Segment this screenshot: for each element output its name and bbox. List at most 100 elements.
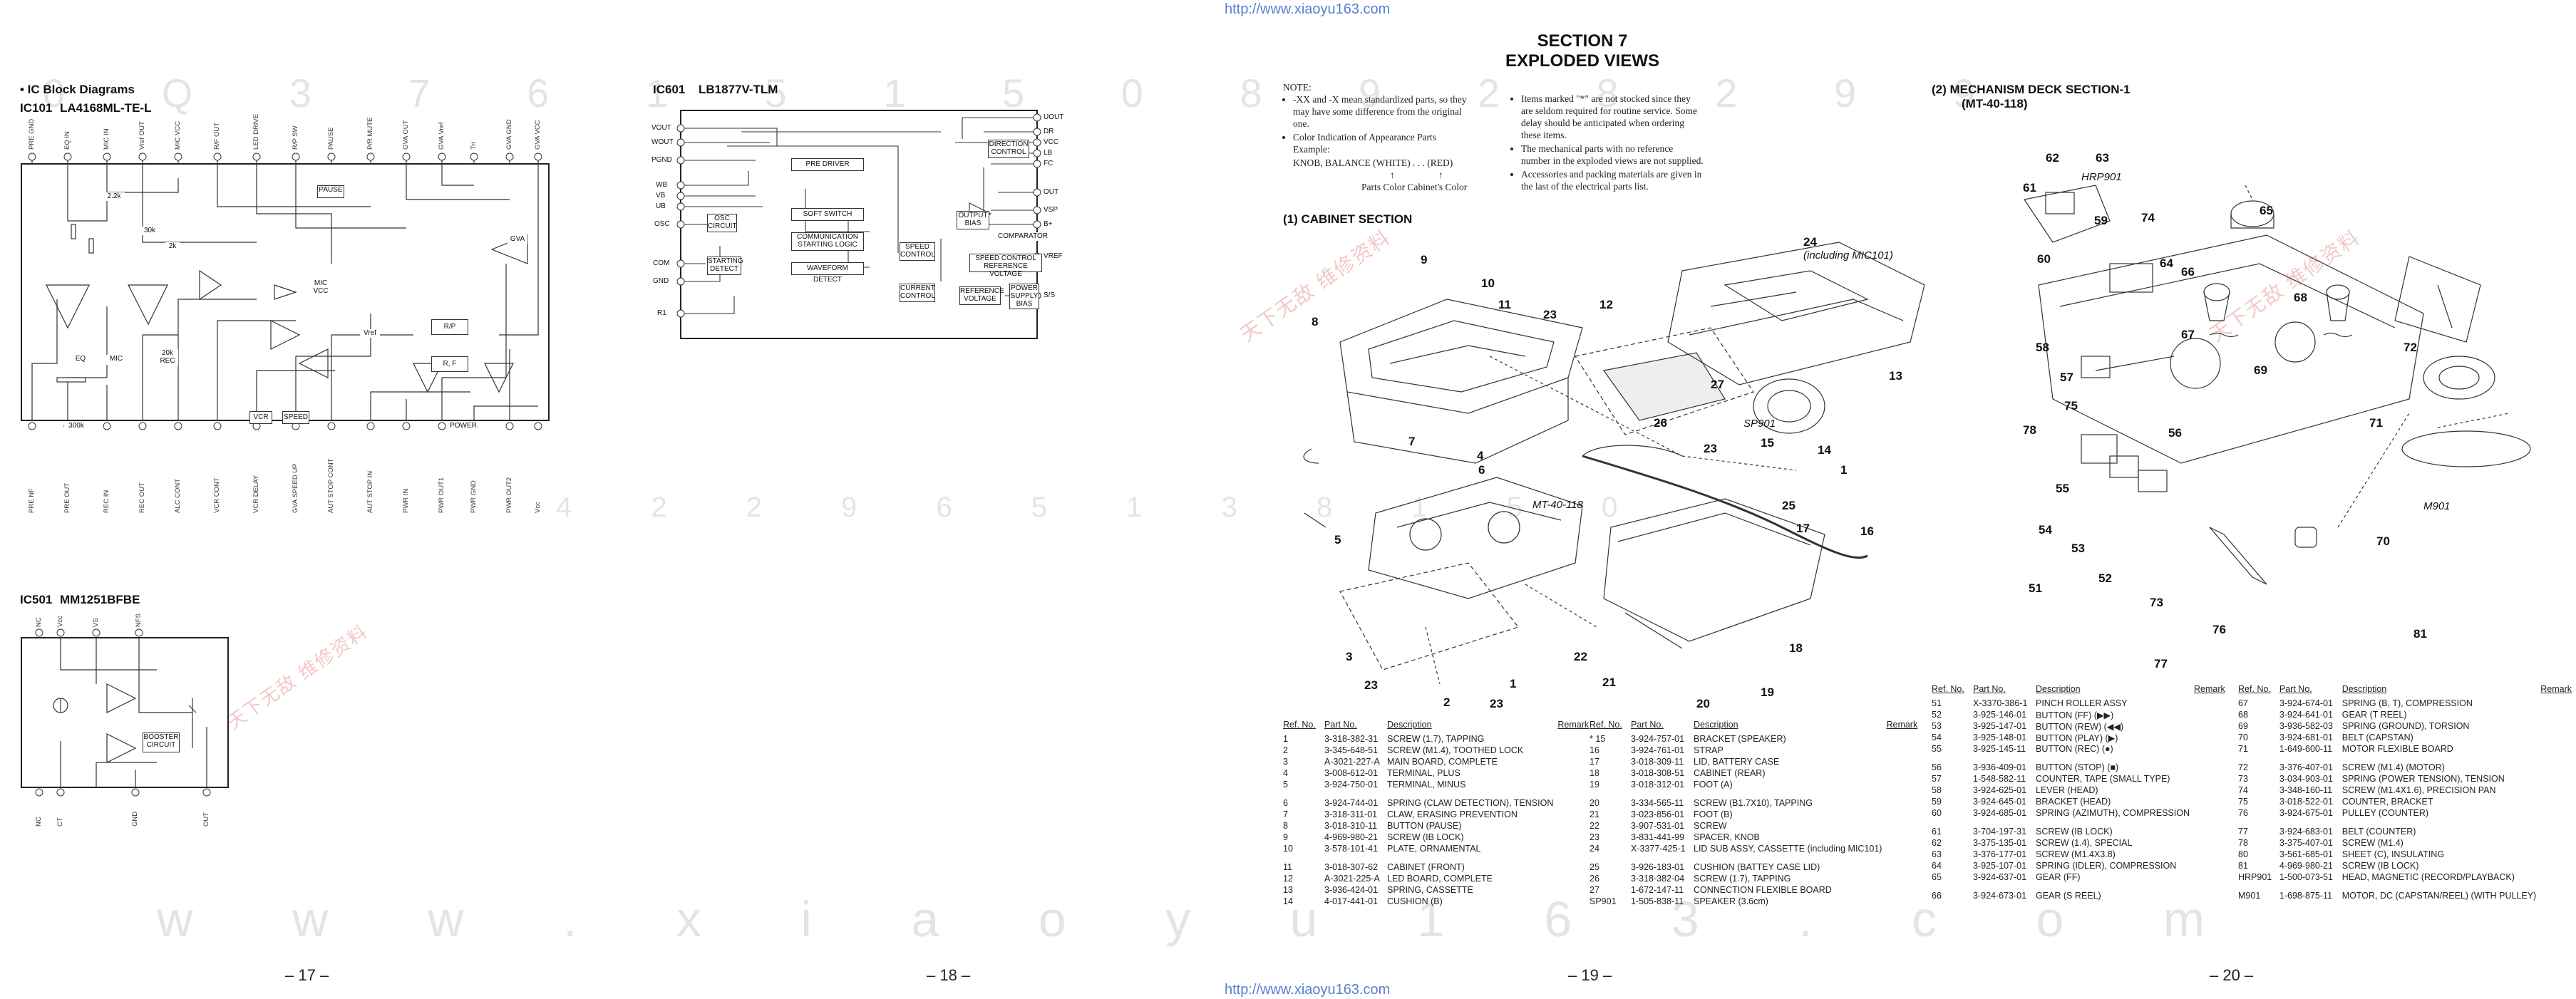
description-cell: CUSHION (BATTEY CASE LID)	[1694, 862, 1820, 872]
ref-no-cell	[2238, 819, 2279, 827]
callout: 24	[1803, 235, 1817, 249]
ref-no-cell: 56	[1932, 762, 1942, 772]
ref-no-cell: 10	[1283, 844, 1293, 854]
part-no-cell: 3-924-757-01	[1631, 734, 1685, 744]
notes-left: NOTE: -XX and -X mean standardized parts…	[1283, 81, 1475, 193]
color-example: KNOB, BALANCE (WHITE) . . . (RED)	[1293, 157, 1453, 168]
header-url[interactable]: http://www.xiaoyu163.com	[1225, 1, 1391, 17]
ref-no-cell: 4	[1283, 768, 1288, 778]
ref-no-cell: 18	[1590, 768, 1599, 778]
callout: 55	[2056, 482, 2069, 495]
ref-no-cell	[2238, 755, 2279, 762]
description-cell: GEAR (T REEL)	[2341, 710, 2407, 720]
ic101-power-block: POWER	[449, 422, 478, 432]
watermark-top-row: 0 Q 3 7 6 1 5 1 5 0 8 9 2 8 2 9 9	[43, 71, 2018, 115]
section-title: SECTION 7 EXPLODED VIEWS	[1468, 31, 1696, 71]
table-spacer-row	[1590, 791, 1922, 798]
ic501-pin-label: NC	[35, 817, 43, 827]
callout-m901: M901	[2423, 500, 2451, 512]
remark-cell	[1557, 734, 1593, 745]
callout: 14	[1818, 443, 1831, 457]
remark-cell	[1557, 885, 1593, 896]
ref-no-cell: 75	[2238, 797, 2248, 807]
part-no-cell: 3-924-641-01	[2279, 710, 2333, 720]
ic501-pin-label: GND	[131, 811, 139, 827]
remark-cell	[2194, 808, 2230, 819]
ic101-mic-block: MIC	[105, 355, 127, 365]
ic501-pin-label: OUT	[202, 812, 210, 827]
part-no-cell: A-3021-225-A	[1324, 874, 1380, 884]
description-cell: SCREW (1.7), TAPPING	[1694, 874, 1791, 884]
table-spacer-row	[2238, 819, 2576, 827]
part-no-cell: 3-936-582-03	[2279, 721, 2333, 731]
ref-no-cell: 76	[2238, 808, 2248, 818]
part-no-cell: 3-008-612-01	[1324, 768, 1379, 778]
callout: 7	[1408, 435, 1416, 448]
remark-cell	[2540, 849, 2576, 861]
note-item: Items marked "*" are not stocked since t…	[1521, 93, 1704, 141]
remark-cell	[1886, 791, 1922, 798]
ic101-pin-label: MIC VCC	[174, 120, 182, 150]
callout: 8	[1312, 315, 1319, 328]
callout: 1	[1840, 463, 1848, 477]
ic601-label: IC601	[653, 83, 686, 96]
part-no-cell	[2279, 819, 2342, 827]
ref-no-cell: 63	[1932, 849, 1942, 859]
ref-no-cell: 17	[1590, 757, 1599, 767]
ref-no-cell: 12	[1283, 874, 1293, 884]
description-cell: GEAR (S REEL)	[2036, 891, 2101, 901]
remark-cell	[1557, 809, 1593, 821]
part-no-cell	[1324, 855, 1387, 862]
callout: 9	[1421, 253, 1428, 266]
ic601-pin-label: OSC	[654, 220, 670, 228]
ic101-pin-label: GVA SPEED UP	[292, 463, 299, 513]
callout: 62	[2046, 151, 2059, 165]
ic101-pin-label: PAUSE	[327, 127, 335, 150]
callout: 59	[2094, 214, 2108, 227]
col-ref: Ref. No.	[2238, 684, 2271, 694]
description-cell: SHEET (C), INSULATING	[2341, 849, 2445, 859]
description-cell: CLAW, ERASING PREVENTION	[1387, 809, 1518, 819]
remark-cell	[1557, 780, 1593, 791]
part-no-cell	[1973, 755, 2036, 762]
ref-no-cell: 26	[1590, 874, 1599, 884]
ref-no-cell: 20	[1590, 798, 1599, 808]
footer-url[interactable]: http://www.xiaoyu163.com	[1225, 982, 1391, 998]
remark-cell	[2540, 838, 2576, 849]
part-no-cell: 3-318-382-31	[1324, 734, 1379, 744]
remark-cell	[2194, 861, 2230, 872]
ic601-pin-label: COM	[653, 259, 670, 267]
ic501-label: IC501	[20, 593, 53, 606]
description-cell: GEAR (FF)	[2036, 872, 2081, 882]
ic101-pin-label: VCR CONT	[213, 477, 221, 513]
callout: 16	[1860, 524, 1874, 538]
remark-cell	[1557, 832, 1593, 844]
ic101-speed-block: SPEED	[282, 411, 309, 424]
callout: 60	[2037, 252, 2051, 266]
ref-no-cell: 27	[1590, 885, 1599, 895]
ref-no-cell: 9	[1283, 832, 1288, 842]
part-no-cell: 3-831-441-99	[1631, 832, 1685, 842]
remark-cell	[2194, 891, 2230, 902]
remark-cell	[2194, 884, 2230, 891]
ic101-pin-label: ALC CONT	[174, 478, 182, 513]
callout: 23	[1490, 697, 1503, 710]
description-cell: FOOT (B)	[1694, 809, 1733, 819]
description-cell	[2036, 819, 2194, 827]
ref-no-cell: 55	[1932, 744, 1942, 754]
description-cell: MOTOR FLEXIBLE BOARD	[2341, 744, 2453, 754]
part-no-cell: A-3021-227-A	[1324, 757, 1380, 767]
